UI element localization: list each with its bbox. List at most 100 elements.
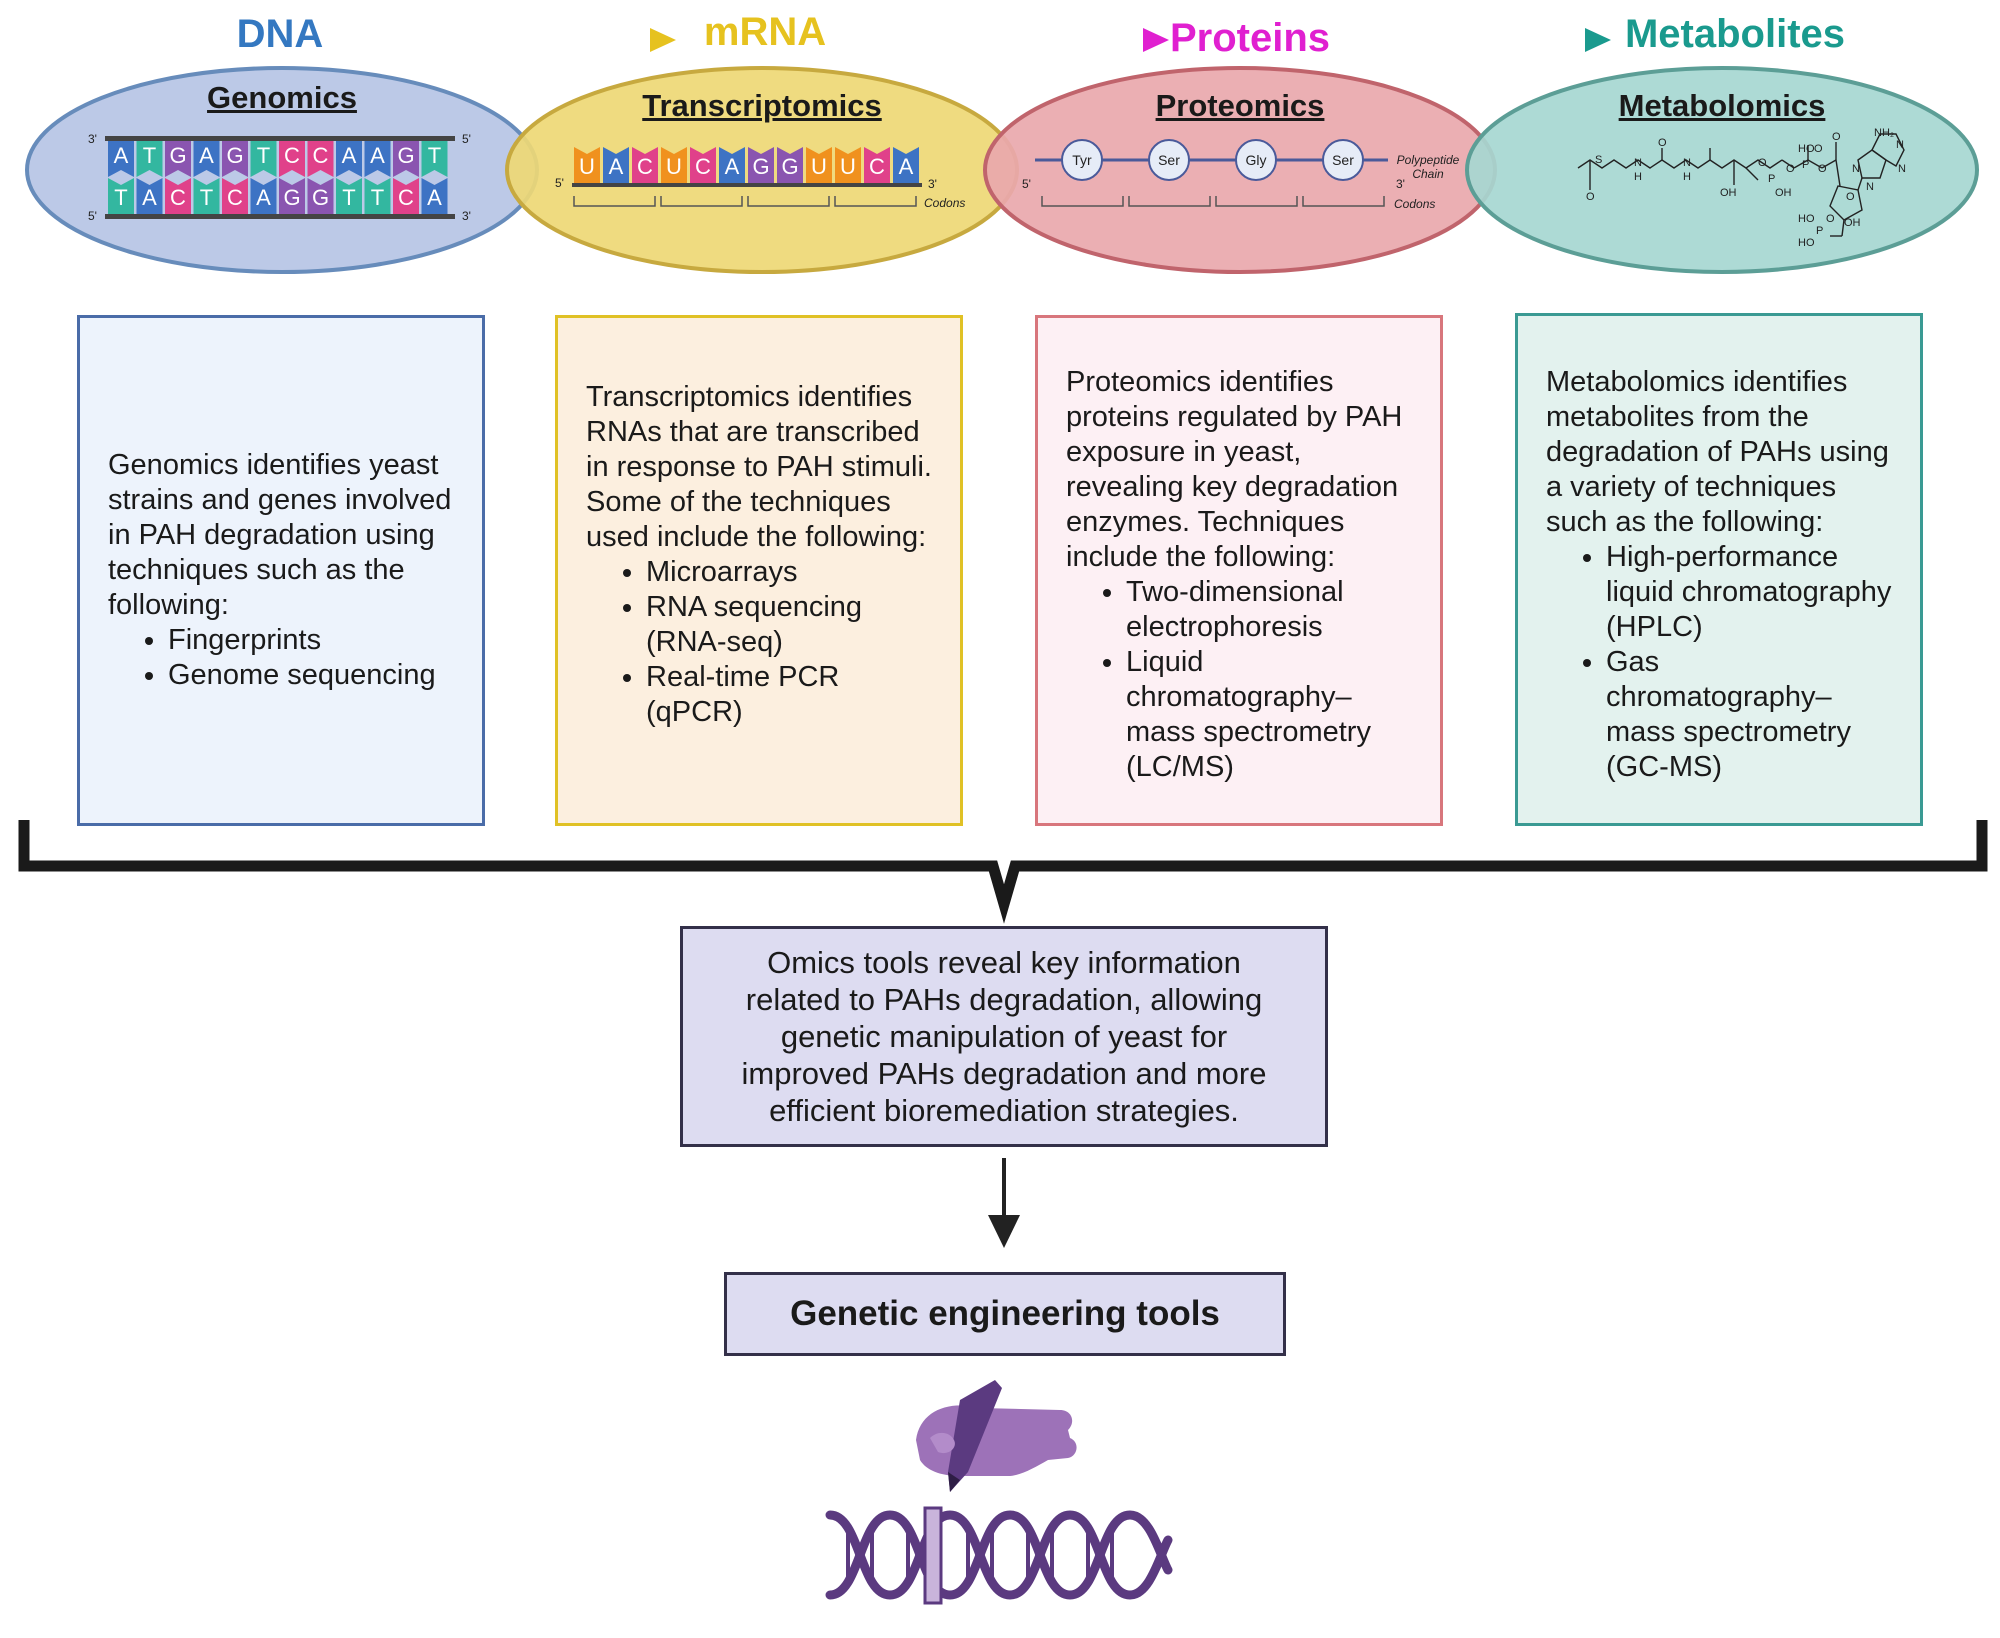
nucleotide-t: T [136, 141, 163, 177]
svg-text:C: C [284, 143, 300, 168]
transcriptomics-box: Transcriptomics identifies RNAs that are… [555, 315, 963, 826]
amino-acid-residue: Ser [1148, 139, 1190, 181]
svg-text:A: A [370, 143, 385, 168]
protein-codons-label: Codons [1394, 197, 1435, 211]
nucleotide-a: A [108, 141, 134, 177]
nucleotide-a: A [336, 141, 362, 177]
svg-text:O: O [1846, 191, 1855, 203]
svg-text:T: T [342, 185, 355, 210]
svg-text:G: G [781, 154, 798, 179]
svg-text:A: A [899, 154, 914, 179]
svg-text:N: N [1852, 163, 1860, 175]
codon-bracket [834, 196, 917, 207]
svg-text:P: P [1768, 173, 1775, 185]
svg-text:C: C [227, 185, 243, 210]
svg-text:O: O [1832, 131, 1841, 143]
protein-prime-left: 5' [1022, 177, 1031, 191]
svg-text:OH: OH [1720, 187, 1737, 199]
codon-bracket [1215, 196, 1298, 207]
proteomics-description: Proteomics identifies proteins regulated… [1066, 366, 1403, 573]
proteins-label: Proteins [1169, 16, 1331, 60]
svg-text:G: G [169, 143, 186, 168]
svg-text:P: P [1816, 225, 1823, 237]
list-item: Real-time PCR (qPCR) [646, 660, 932, 730]
svg-text:T: T [428, 143, 441, 168]
prime-bottom-left: 5' [88, 209, 97, 223]
down-arrow [988, 1158, 1020, 1248]
svg-text:Ser: Ser [1332, 152, 1354, 168]
svg-text:NH₂: NH₂ [1874, 127, 1894, 139]
bracket-and-arrow [18, 820, 1988, 1248]
codon-bracket [1041, 196, 1124, 207]
svg-text:Tyr: Tyr [1072, 152, 1092, 168]
svg-text:G: G [752, 154, 769, 179]
svg-text:C: C [695, 154, 711, 179]
codon-bracket [1128, 196, 1211, 207]
metabolomics-description: Metabolomics identifies metabolites from… [1546, 366, 1889, 538]
proteomics-title: Proteomics [1155, 88, 1325, 123]
codon-bracket [660, 196, 743, 207]
nucleotide-g: G [777, 147, 803, 183]
svg-text:O: O [1586, 191, 1595, 203]
summary-bracket [18, 820, 1988, 924]
svg-text:A: A [427, 185, 442, 210]
nucleotide-c: C [222, 178, 248, 214]
svg-text:A: A [256, 185, 271, 210]
nucleotide-g: G [748, 147, 774, 183]
codon-bracket [747, 196, 830, 207]
codon-bracket [1302, 196, 1385, 207]
amino-acid-residue: Tyr [1061, 139, 1103, 181]
nucleotide-t: T [250, 141, 277, 177]
svg-text:T: T [143, 143, 156, 168]
svg-text:A: A [114, 143, 129, 168]
list-item: Fingerprints [168, 623, 454, 658]
nucleotide-u: U [661, 147, 687, 183]
nucleotide-t: T [336, 178, 362, 214]
svg-text:G: G [397, 143, 414, 168]
svg-text:G: G [283, 185, 300, 210]
arrow-mrna-to-proteins [890, 28, 1169, 52]
svg-text:C: C [637, 154, 653, 179]
svg-text:T: T [371, 185, 384, 210]
nucleotide-g: G [279, 178, 305, 214]
nucleotide-a: A [719, 147, 745, 183]
svg-text:T: T [200, 185, 213, 210]
metabolomics-ellipse [1465, 66, 1979, 274]
svg-text:Ser: Ser [1158, 152, 1180, 168]
nucleotide-c: C [307, 141, 334, 177]
genomics-box: Genomics identifies yeast strains and ge… [77, 315, 485, 826]
svg-text:HO: HO [1798, 213, 1815, 225]
svg-text:O: O [1818, 163, 1827, 175]
dna-label: DNA [236, 12, 324, 56]
list-item: RNA sequencing (RNA-seq) [646, 590, 932, 660]
list-item: High-performance liquid chromatography (… [1606, 540, 1892, 645]
list-item: Gas chromatography–mass spectrometry (GC… [1606, 645, 1892, 785]
svg-text:H: H [1634, 171, 1642, 183]
proteomics-box: Proteomics identifies proteins regulated… [1035, 315, 1443, 826]
dna-helix-icon [825, 1510, 1173, 1600]
nucleotide-c: C [165, 178, 191, 214]
svg-text:S: S [1595, 154, 1602, 166]
svg-text:N: N [1634, 157, 1642, 169]
svg-text:G: G [312, 185, 329, 210]
mrna-prime-left: 5' [555, 176, 564, 190]
svg-text:A: A [342, 143, 357, 168]
svg-text:H: H [1683, 171, 1691, 183]
nucleotide-a: A [421, 178, 448, 214]
prime-bottom-right: 3' [462, 209, 471, 223]
arrow-dna-to-mrna [350, 28, 676, 52]
transcriptomics-technique-list: Microarrays RNA sequencing (RNA-seq) Rea… [586, 555, 932, 730]
nucleotide-c: C [393, 178, 419, 214]
hand-icon [916, 1380, 1077, 1492]
nucleotide-a: A [893, 147, 919, 183]
genomics-technique-list: Fingerprints Genome sequencing [108, 623, 454, 693]
genomics-description: Genomics identifies yeast strains and ge… [108, 449, 452, 621]
svg-text:O: O [1826, 213, 1835, 225]
prime-top-right: 5' [462, 132, 471, 146]
hand-writing-on-dna-icon [825, 1380, 1173, 1605]
nucleotide-c: C [279, 141, 305, 177]
svg-text:N: N [1866, 181, 1874, 193]
